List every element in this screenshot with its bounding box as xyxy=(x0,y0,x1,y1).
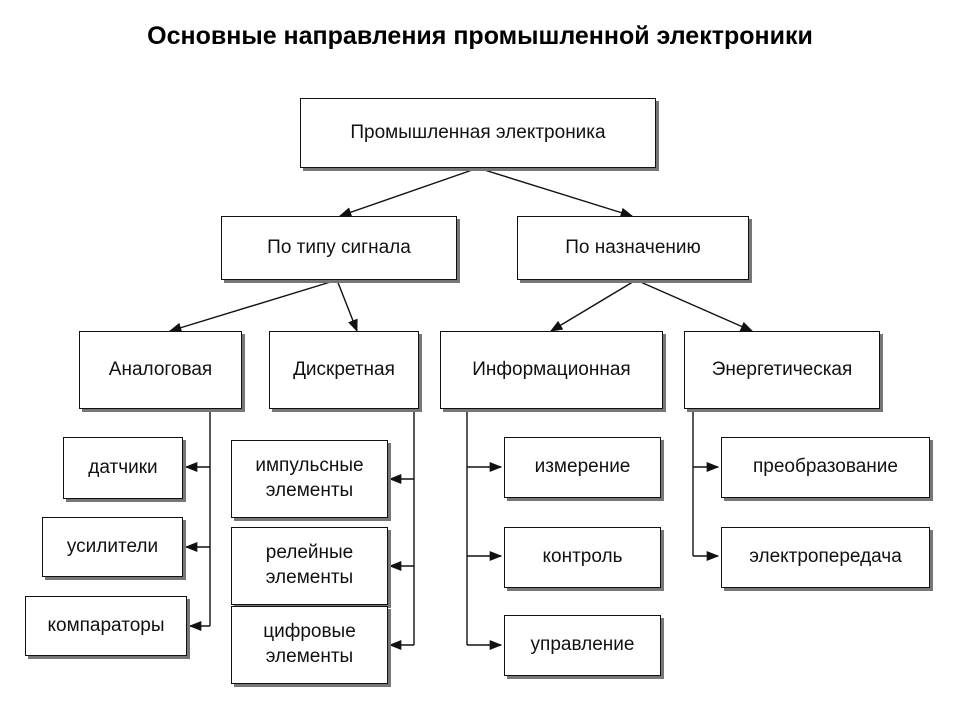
node-energy: Энергетическая xyxy=(684,331,880,409)
arrow-purpose-to-energy xyxy=(635,279,754,332)
node-discrete: Дискретная xyxy=(269,331,419,409)
arrow-signal-to-analog xyxy=(168,279,338,333)
arrow-root-to-signal xyxy=(338,167,479,218)
node-measurement: измерение xyxy=(504,437,661,498)
node-comparators: компараторы xyxy=(25,596,187,656)
node-pulse-elements: импульсные элементы xyxy=(231,440,388,518)
arrow-root-to-purpose xyxy=(477,167,634,218)
node-sensors: датчики xyxy=(63,437,183,499)
node-transmission: электропередача xyxy=(721,527,930,588)
node-information: Информационная xyxy=(440,331,663,409)
node-analog: Аналоговая xyxy=(79,331,242,409)
node-conversion: преобразование xyxy=(721,437,930,498)
node-by-purpose: По назначению xyxy=(517,216,749,280)
node-root: Промышленная электроника xyxy=(300,98,656,168)
node-by-signal: По типу сигнала xyxy=(221,216,457,280)
node-control: контроль xyxy=(504,527,661,588)
node-amplifiers: усилители xyxy=(42,517,183,577)
node-management: управление xyxy=(504,615,661,676)
arrow-signal-to-discrete xyxy=(336,279,358,333)
node-digital-elements: цифровые элементы xyxy=(231,606,388,684)
arrow-purpose-to-information xyxy=(549,279,637,332)
page-title: Основные направления промышленной электр… xyxy=(147,22,813,50)
node-relay-elements: релейные элементы xyxy=(231,527,388,605)
